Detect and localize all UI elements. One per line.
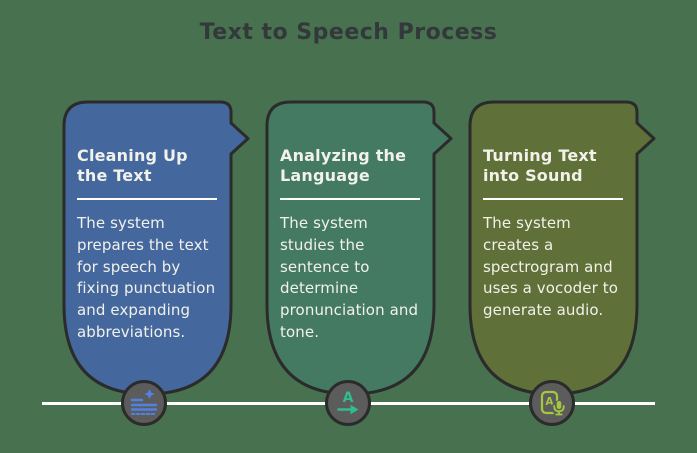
- page-title: Text to Speech Process: [199, 20, 498, 45]
- card-content: Cleaning Up the Text The system prepares…: [77, 146, 217, 344]
- card-description: The system creates a spectrogram and use…: [483, 214, 619, 319]
- card-content: Analyzing the Language The system studie…: [280, 146, 420, 344]
- letter-a-glyph: A: [343, 390, 354, 406]
- card-title: Analyzing the Language: [280, 146, 407, 185]
- process-card-analyzing-language: Analyzing the Language The system studie…: [265, 100, 455, 398]
- card-divider: [280, 198, 420, 200]
- sparkle-glyph: [144, 389, 155, 399]
- arrowhead-glyph: [350, 404, 359, 415]
- letter-a-glyph: A: [545, 396, 554, 408]
- step-badge-2: A: [325, 380, 371, 426]
- process-card-cleaning-text: Cleaning Up the Text The system prepares…: [62, 100, 252, 398]
- mic-capsule: [556, 400, 561, 409]
- card-title: Turning Text into Sound: [483, 146, 597, 185]
- text-cleanup-sparkle-icon: [130, 389, 158, 415]
- card-title: Cleaning Up the Text: [77, 146, 188, 185]
- card-divider: [77, 198, 217, 200]
- card-description: The system prepares the text for speech …: [77, 214, 216, 341]
- step-badge-3: A: [529, 380, 575, 426]
- step-badge-1: [121, 380, 167, 426]
- card-content: Turning Text into Sound The system creat…: [483, 146, 623, 322]
- card-description: The system studies the sentence to deter…: [280, 214, 419, 341]
- language-analysis-arrow-icon: A: [337, 390, 359, 415]
- text-to-audio-mic-icon: A: [540, 390, 566, 415]
- card-divider: [483, 198, 623, 200]
- process-card-turning-text-sound: Turning Text into Sound The system creat…: [468, 100, 658, 398]
